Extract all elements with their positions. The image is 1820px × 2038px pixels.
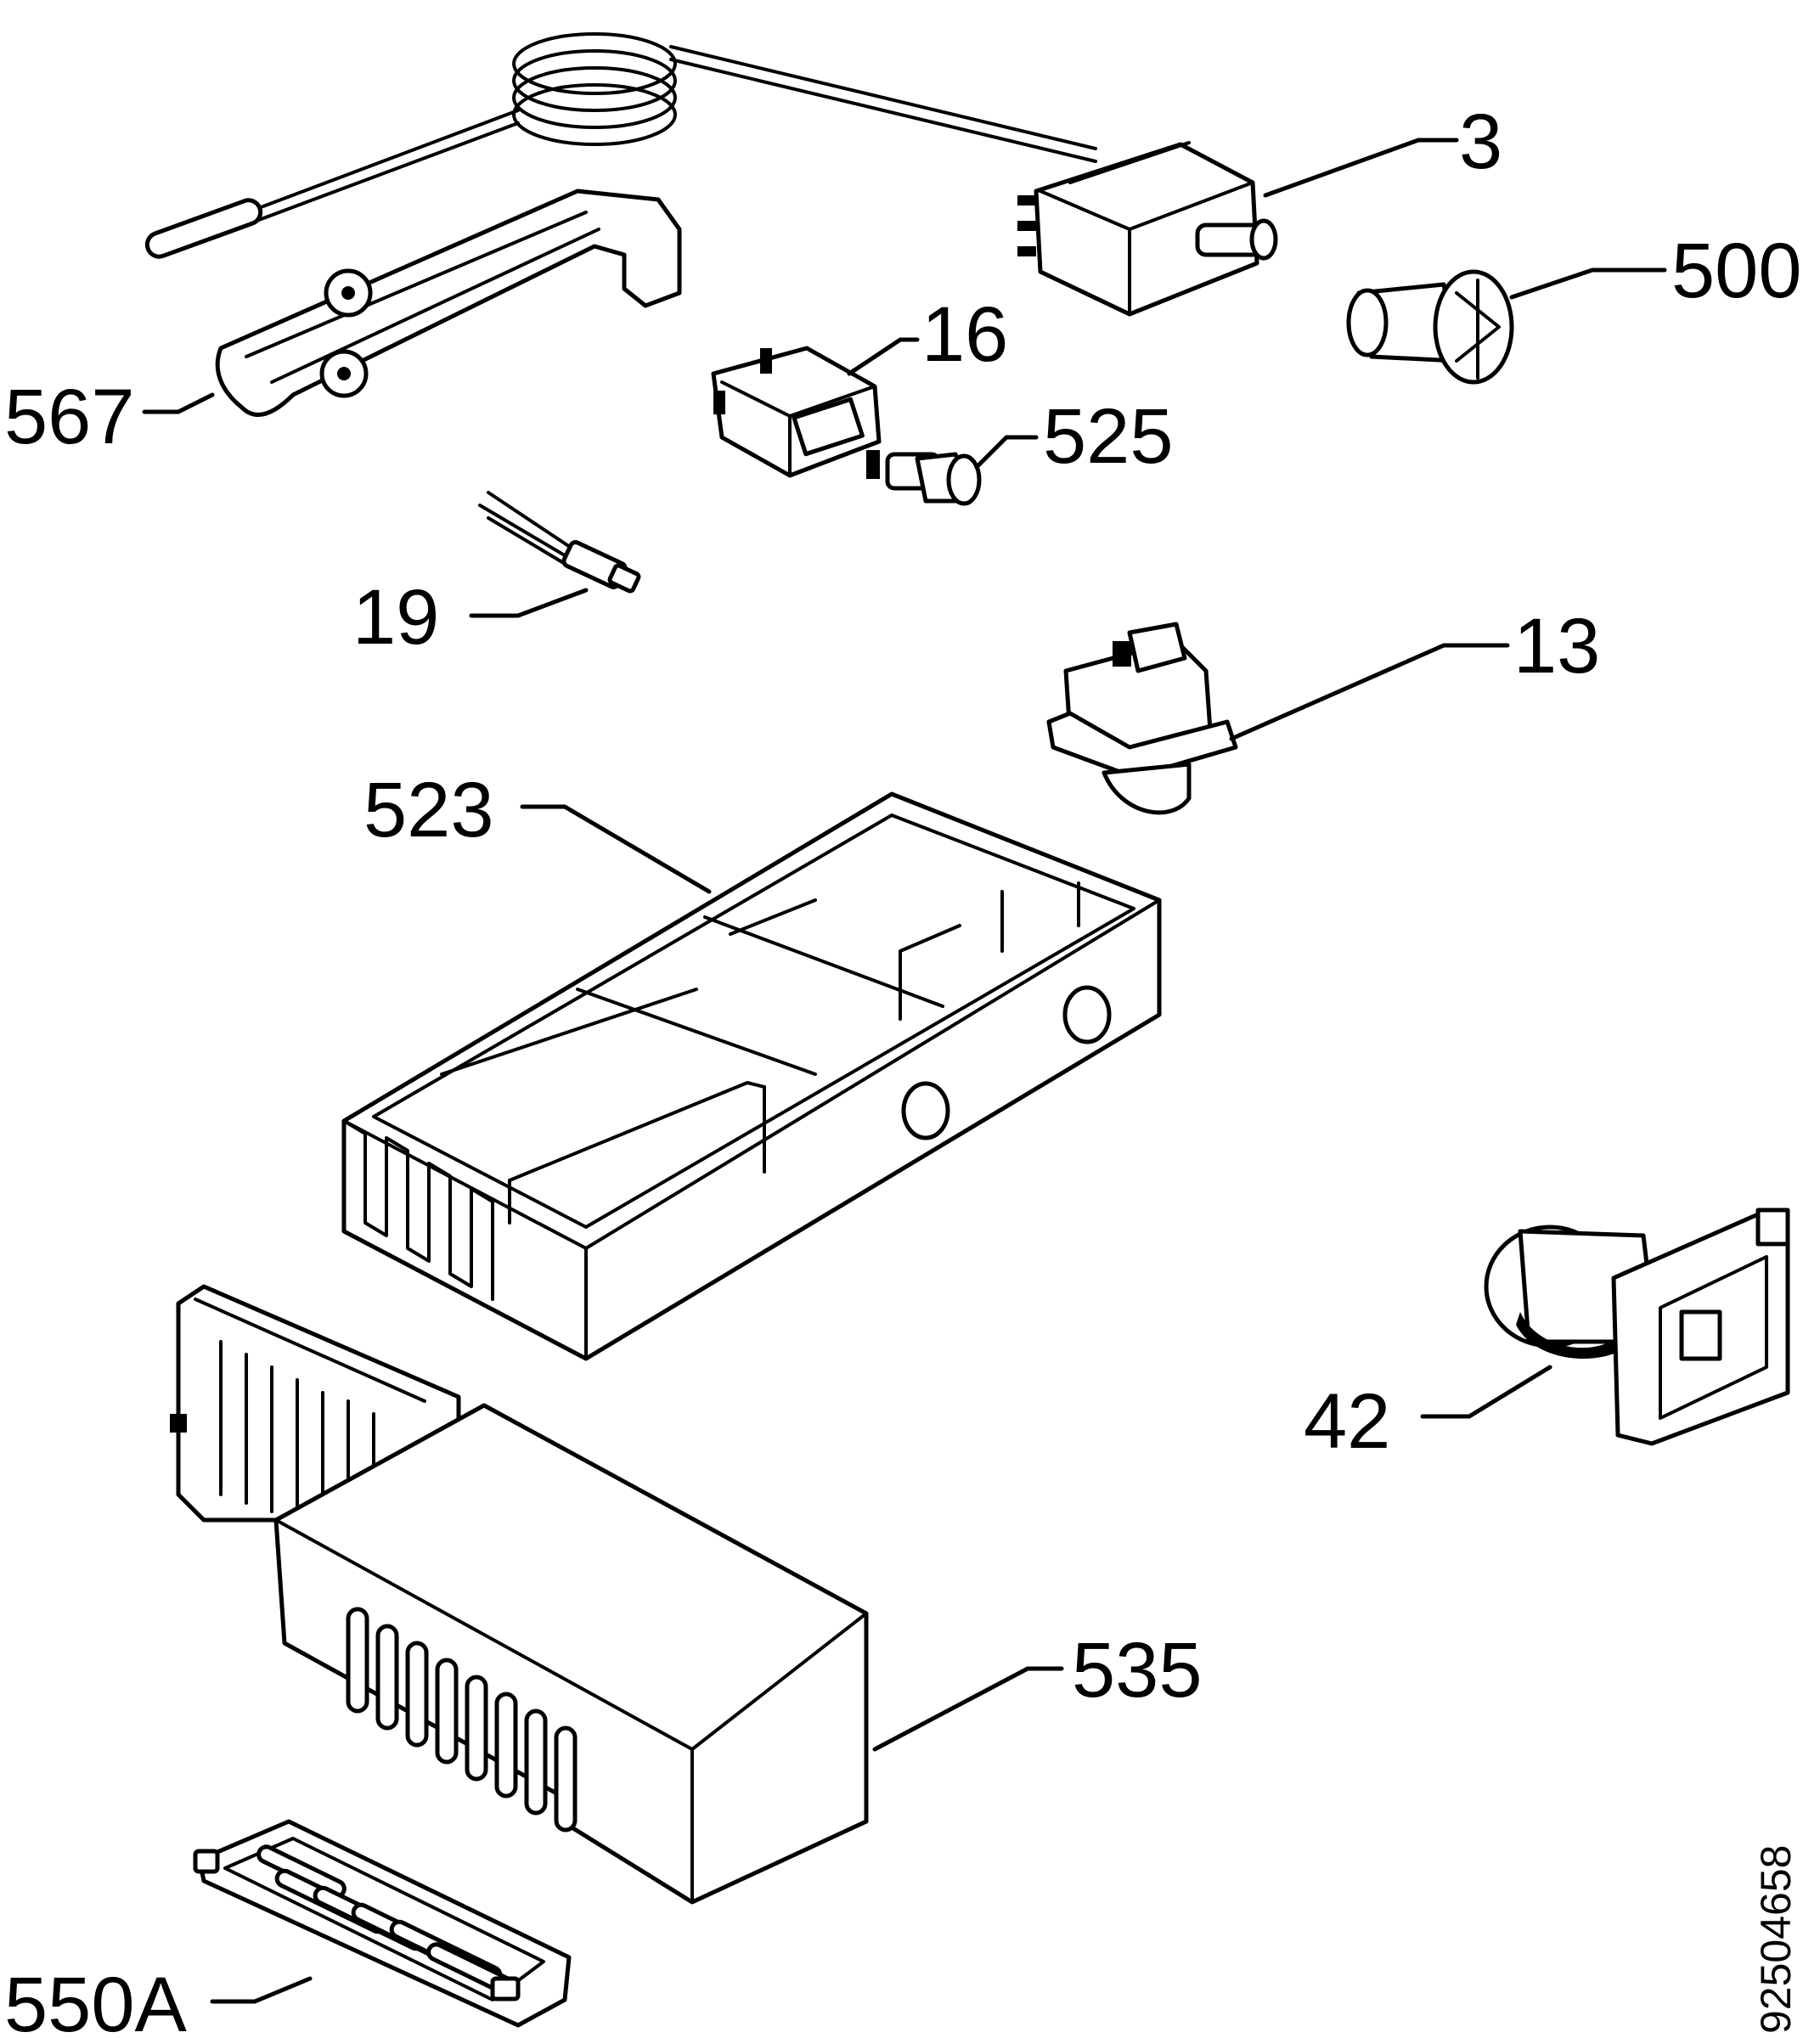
callout-labels: 3 500 16 567 525 19 13 523 42 535 550A [4, 99, 1802, 2038]
leader-500 [1509, 267, 1667, 300]
part-cover[interactable] [170, 1284, 869, 1905]
leader-19 [469, 588, 589, 618]
part-lamp-socket[interactable] [1484, 1208, 1790, 1446]
part-lamp-holder[interactable] [1046, 622, 1238, 815]
leader-lines [142, 138, 1667, 2004]
part-housing-tray[interactable] [341, 791, 1162, 1361]
callout-13: 13 [1513, 603, 1600, 690]
callout-550a: 550A [4, 1962, 187, 2038]
callout-3: 3 [1459, 99, 1502, 185]
leader-525 [974, 435, 1039, 470]
part-rocker-switch[interactable] [711, 346, 882, 478]
callout-567: 567 [4, 374, 135, 460]
callout-42: 42 [1304, 1378, 1390, 1465]
leader-3 [1263, 138, 1459, 198]
callout-500: 500 [1671, 228, 1802, 314]
leader-42 [1420, 1365, 1552, 1419]
leader-550a [210, 1976, 313, 2004]
part-handle-bracket[interactable] [215, 189, 682, 417]
callout-19: 19 [352, 574, 439, 661]
leader-16 [847, 337, 920, 376]
callout-525: 525 [1043, 393, 1174, 480]
part-grille-plate[interactable] [193, 1819, 572, 2028]
callout-16: 16 [921, 291, 1008, 378]
leader-535 [872, 1666, 1064, 1752]
part-thermostat[interactable] [144, 32, 1278, 317]
drawing-number: 92504658 [1752, 1845, 1800, 2034]
callout-535: 535 [1072, 1627, 1203, 1714]
callout-523: 523 [363, 767, 494, 853]
leader-13 [1229, 643, 1510, 741]
leader-567 [142, 392, 215, 414]
part-wire-connector[interactable] [478, 491, 641, 594]
leader-523 [520, 804, 712, 894]
part-lamp[interactable] [866, 450, 982, 506]
part-knob[interactable] [1346, 269, 1514, 385]
